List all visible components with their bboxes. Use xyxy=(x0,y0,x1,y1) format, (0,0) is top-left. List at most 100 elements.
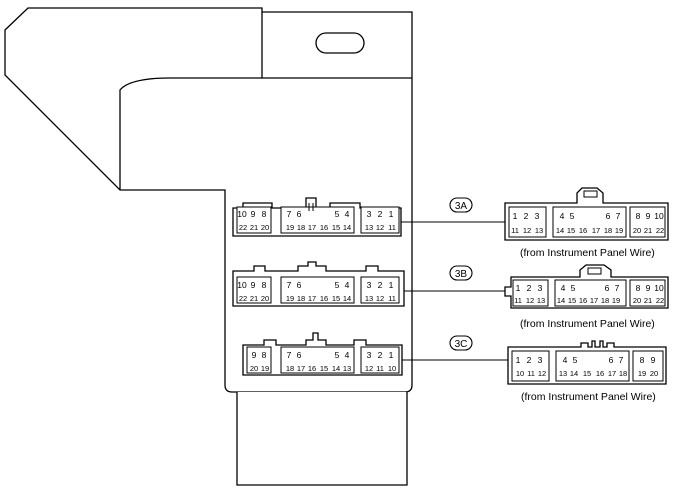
junction-block-body xyxy=(4,7,413,486)
plug-3A-pin: 22 xyxy=(656,226,664,235)
plug-3B-pin: 1 xyxy=(516,283,521,293)
plug-3A-pin: 10 xyxy=(654,211,664,221)
plug-3C-pin: 10 xyxy=(516,369,524,378)
block-3A-pin: 1 xyxy=(389,209,394,219)
block-3A-pin: 15 xyxy=(332,223,340,232)
plug-3C-pin: 17 xyxy=(608,369,616,378)
plug-3A-pin: 17 xyxy=(592,226,600,235)
plug-3C-pin: 14 xyxy=(570,369,578,378)
plug-3B-pin: 10 xyxy=(654,283,664,293)
block-3B-pin: 3 xyxy=(367,280,372,290)
block-3B-pin: 15 xyxy=(332,294,340,303)
plug-3B-pin: 22 xyxy=(656,296,664,305)
block-3A-pin: 5 xyxy=(335,209,340,219)
block-3C-pin: 10 xyxy=(388,364,396,373)
plug-3B-pin: 15 xyxy=(568,296,576,305)
plug-3A-pin: 16 xyxy=(579,226,587,235)
block-3C-pin: 17 xyxy=(297,364,305,373)
plug-3B-pin: 17 xyxy=(590,296,598,305)
plug-3B-pin: 12 xyxy=(526,296,534,305)
block-3B-pin: 12 xyxy=(376,294,384,303)
plug-3A-pin: 20 xyxy=(633,226,641,235)
block-3B-pin: 11 xyxy=(388,294,396,303)
mating-plug-3B: 1 2 3 4 5 6 7 8 9 10 11 12 13 14 15 16 1… xyxy=(504,264,669,309)
plug-3A-pin: 18 xyxy=(604,226,612,235)
block-3A-pin: 10 xyxy=(237,209,247,219)
plug-3C-pin: 3 xyxy=(538,355,543,365)
block-3B-pin: 13 xyxy=(365,294,373,303)
plug-3B-pin: 8 xyxy=(636,283,641,293)
plug-3B-pin: 13 xyxy=(537,296,545,305)
block-3B-pin: 5 xyxy=(335,280,340,290)
plug-3B-pin: 18 xyxy=(601,296,609,305)
block-3B-pin: 9 xyxy=(251,280,256,290)
plug-3A-pin: 1 xyxy=(513,211,518,221)
plug-3B-pin: 9 xyxy=(646,283,651,293)
block-3B-pin: 22 xyxy=(239,294,247,303)
block-3B-pin: 20 xyxy=(261,294,269,303)
block-3B-pin: 10 xyxy=(237,280,247,290)
block-3A-pin: 6 xyxy=(297,209,302,219)
svg-text:3C: 3C xyxy=(455,339,468,350)
block-3A-pin: 18 xyxy=(297,223,305,232)
block-3C-pin: 8 xyxy=(262,350,267,360)
block-3A-pin: 21 xyxy=(250,223,258,232)
block-3C-pin: 18 xyxy=(286,364,294,373)
plug-3A-pin: 12 xyxy=(523,226,531,235)
block-3A-pin: 2 xyxy=(378,209,383,219)
code-badge-3C: 3C xyxy=(449,335,473,351)
plug-3C-pin: 19 xyxy=(638,369,646,378)
block-3C-pin: 12 xyxy=(365,364,373,373)
block-3B-pin: 1 xyxy=(389,280,394,290)
plug-3B-pin: 3 xyxy=(538,283,543,293)
block-3A-pin: 7 xyxy=(287,209,292,219)
mounting-hole xyxy=(315,32,365,54)
block-3A-pin: 14 xyxy=(343,223,351,232)
block-3C-pin: 11 xyxy=(376,364,384,373)
plug-3B-pin: 19 xyxy=(612,296,620,305)
block-3A-pin: 22 xyxy=(239,223,247,232)
caption-3B: (from Instrument Panel Wire) xyxy=(520,318,655,330)
block-3C-pin: 9 xyxy=(252,350,257,360)
mating-plug-3C: 1 2 3 4 5 6 7 8 9 10 11 12 13 14 15 16 1… xyxy=(507,340,667,385)
plug-3C-pin: 6 xyxy=(609,355,614,365)
plug-3C-pin: 20 xyxy=(650,369,658,378)
caption-3C: (from Instrument Panel Wire) xyxy=(521,391,656,403)
plug-3B-pin: 7 xyxy=(615,283,620,293)
block-3B-pin: 21 xyxy=(250,294,258,303)
plug-3A-pin: 4 xyxy=(560,211,565,221)
block-connector-3B: 10 9 8 7 6 5 4 3 2 1 22 21 20 19 18 17 1… xyxy=(232,261,405,307)
plug-3A-pin: 19 xyxy=(615,226,623,235)
block-3C-pin: 4 xyxy=(345,350,350,360)
plug-3B-pin: 20 xyxy=(633,296,641,305)
block-3C-pin: 2 xyxy=(378,350,383,360)
block-3C-pin: 14 xyxy=(332,364,340,373)
plug-3A-pin: 9 xyxy=(646,211,651,221)
mating-plug-3A: 1 2 3 4 5 6 7 8 9 10 11 12 13 14 15 16 1… xyxy=(504,187,669,241)
caption-3A: (from Instrument Panel Wire) xyxy=(520,247,655,259)
plug-3A-pin: 5 xyxy=(570,211,575,221)
block-connector-3C: 9 8 7 6 5 4 3 2 1 20 19 18 17 16 15 14 1… xyxy=(242,332,403,376)
plug-3C-pin: 13 xyxy=(559,369,567,378)
svg-text:3B: 3B xyxy=(455,269,468,280)
plug-3C-pin: 15 xyxy=(583,369,591,378)
block-connector-3A: 10 9 8 7 6 5 4 3 2 1 22 21 20 19 18 17 1… xyxy=(232,197,402,237)
plug-3A-pin: 2 xyxy=(524,211,529,221)
plug-3B-pin: 4 xyxy=(561,283,566,293)
block-3A-pin: 17 xyxy=(308,223,316,232)
plug-3C-pin: 1 xyxy=(516,355,521,365)
block-3A-pin: 11 xyxy=(388,223,396,232)
plug-3B-pin: 5 xyxy=(571,283,576,293)
plug-3C-pin: 16 xyxy=(596,369,604,378)
plug-3A-pin: 8 xyxy=(636,211,641,221)
block-3B-pin: 19 xyxy=(286,294,294,303)
block-3A-pin: 20 xyxy=(261,223,269,232)
plug-3C-pin: 11 xyxy=(527,369,535,378)
plug-3C-pin: 5 xyxy=(573,355,578,365)
block-3A-pin: 13 xyxy=(365,223,373,232)
block-3C-pin: 15 xyxy=(320,364,328,373)
block-3C-pin: 3 xyxy=(367,350,372,360)
block-3C-pin: 20 xyxy=(250,364,258,373)
plug-3B-pin: 11 xyxy=(514,296,522,305)
